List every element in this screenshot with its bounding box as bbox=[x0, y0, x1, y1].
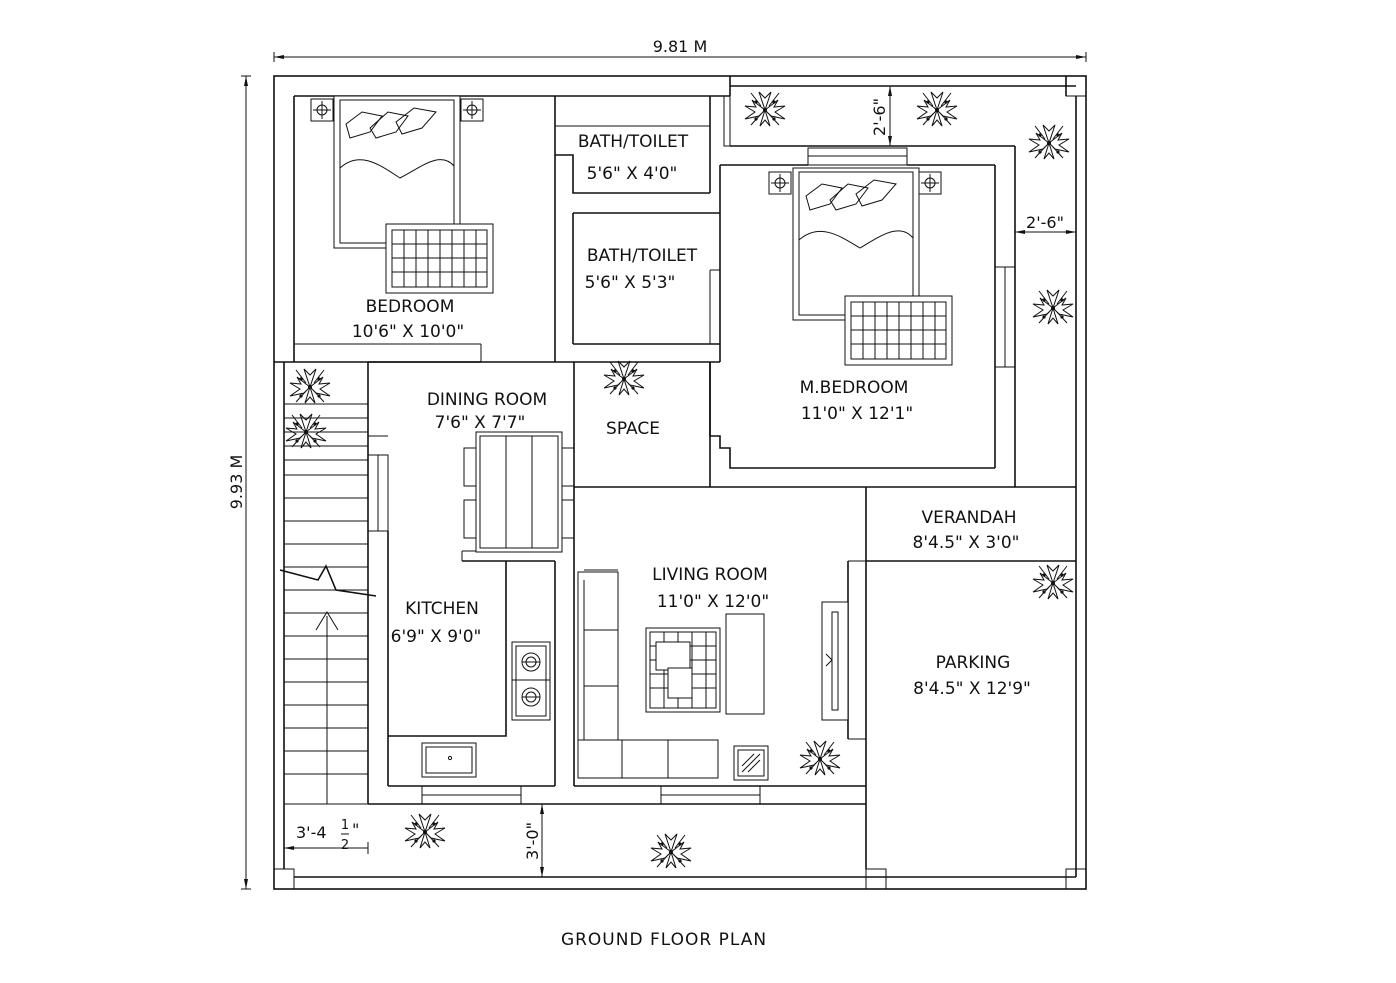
bath1-name: BATH/TOILET bbox=[578, 132, 689, 152]
master-bedroom-size: 11'0" X 12'1" bbox=[801, 404, 913, 424]
dimension-width-label: 9.81 M bbox=[653, 37, 708, 56]
dimension-height-line bbox=[241, 75, 251, 890]
coffee-table-rug bbox=[645, 627, 721, 713]
verandah-size: 8'4.5" X 3'0" bbox=[913, 533, 1020, 553]
setback-bottom-dimension bbox=[540, 804, 544, 877]
planter-box bbox=[733, 745, 769, 781]
living-room-size: 11'0" X 12'0" bbox=[657, 592, 769, 612]
parking-size: 8'4.5" X 12'9" bbox=[913, 679, 1031, 699]
staircase bbox=[279, 403, 377, 804]
tv-unit bbox=[821, 601, 849, 721]
verandah-name: VERANDAH bbox=[921, 508, 1016, 528]
stair-width-label: 3'-4 bbox=[296, 823, 327, 842]
walls bbox=[274, 95, 1076, 869]
rug-bedroom bbox=[385, 223, 494, 294]
space-name: SPACE bbox=[606, 419, 660, 439]
cooking-stove bbox=[511, 641, 551, 721]
bedroom-name: BEDROOM bbox=[366, 297, 455, 317]
setback-right-label: 2'-6" bbox=[1026, 213, 1064, 232]
kitchen-size: 6'9" X 9'0" bbox=[391, 627, 482, 647]
setback-bottom-label: 3'-0" bbox=[523, 822, 542, 860]
bed-bedroom bbox=[310, 95, 484, 249]
kitchen-name: KITCHEN bbox=[405, 599, 479, 619]
kitchen-sink bbox=[421, 742, 477, 778]
setback-right-dimension bbox=[1015, 230, 1076, 234]
parking-name: PARKING bbox=[936, 653, 1011, 673]
dimension-height-label: 9.93 M bbox=[227, 455, 246, 510]
stair-width-quote: " bbox=[352, 820, 359, 839]
living-side-table bbox=[725, 613, 765, 715]
dimension-width-line bbox=[273, 52, 1087, 62]
stair-width-dimension bbox=[284, 833, 369, 854]
stair-width-fraction-num: 1 bbox=[341, 818, 349, 833]
setback-top-label: 2'-6" bbox=[870, 98, 889, 136]
rug-master-bedroom bbox=[844, 295, 953, 366]
bath2-size: 5'6" X 5'3" bbox=[585, 273, 676, 293]
dining-room-size: 7'6" X 7'7" bbox=[435, 413, 526, 433]
sofa bbox=[577, 569, 719, 779]
plan-title: GROUND FLOOR PLAN bbox=[561, 930, 767, 950]
setback-top-dimension bbox=[888, 86, 892, 146]
master-bedroom-name: M.BEDROOM bbox=[800, 378, 909, 398]
dining-table bbox=[463, 431, 575, 553]
stair-width-fraction-den: 2 bbox=[341, 838, 349, 853]
living-room-name: LIVING ROOM bbox=[652, 565, 768, 585]
bath2-name: BATH/TOILET bbox=[587, 246, 698, 266]
bedroom-size: 10'6" X 10'0" bbox=[352, 322, 464, 342]
dining-room-name: DINING ROOM bbox=[427, 390, 547, 410]
bath1-size: 5'6" X 4'0" bbox=[587, 164, 678, 184]
